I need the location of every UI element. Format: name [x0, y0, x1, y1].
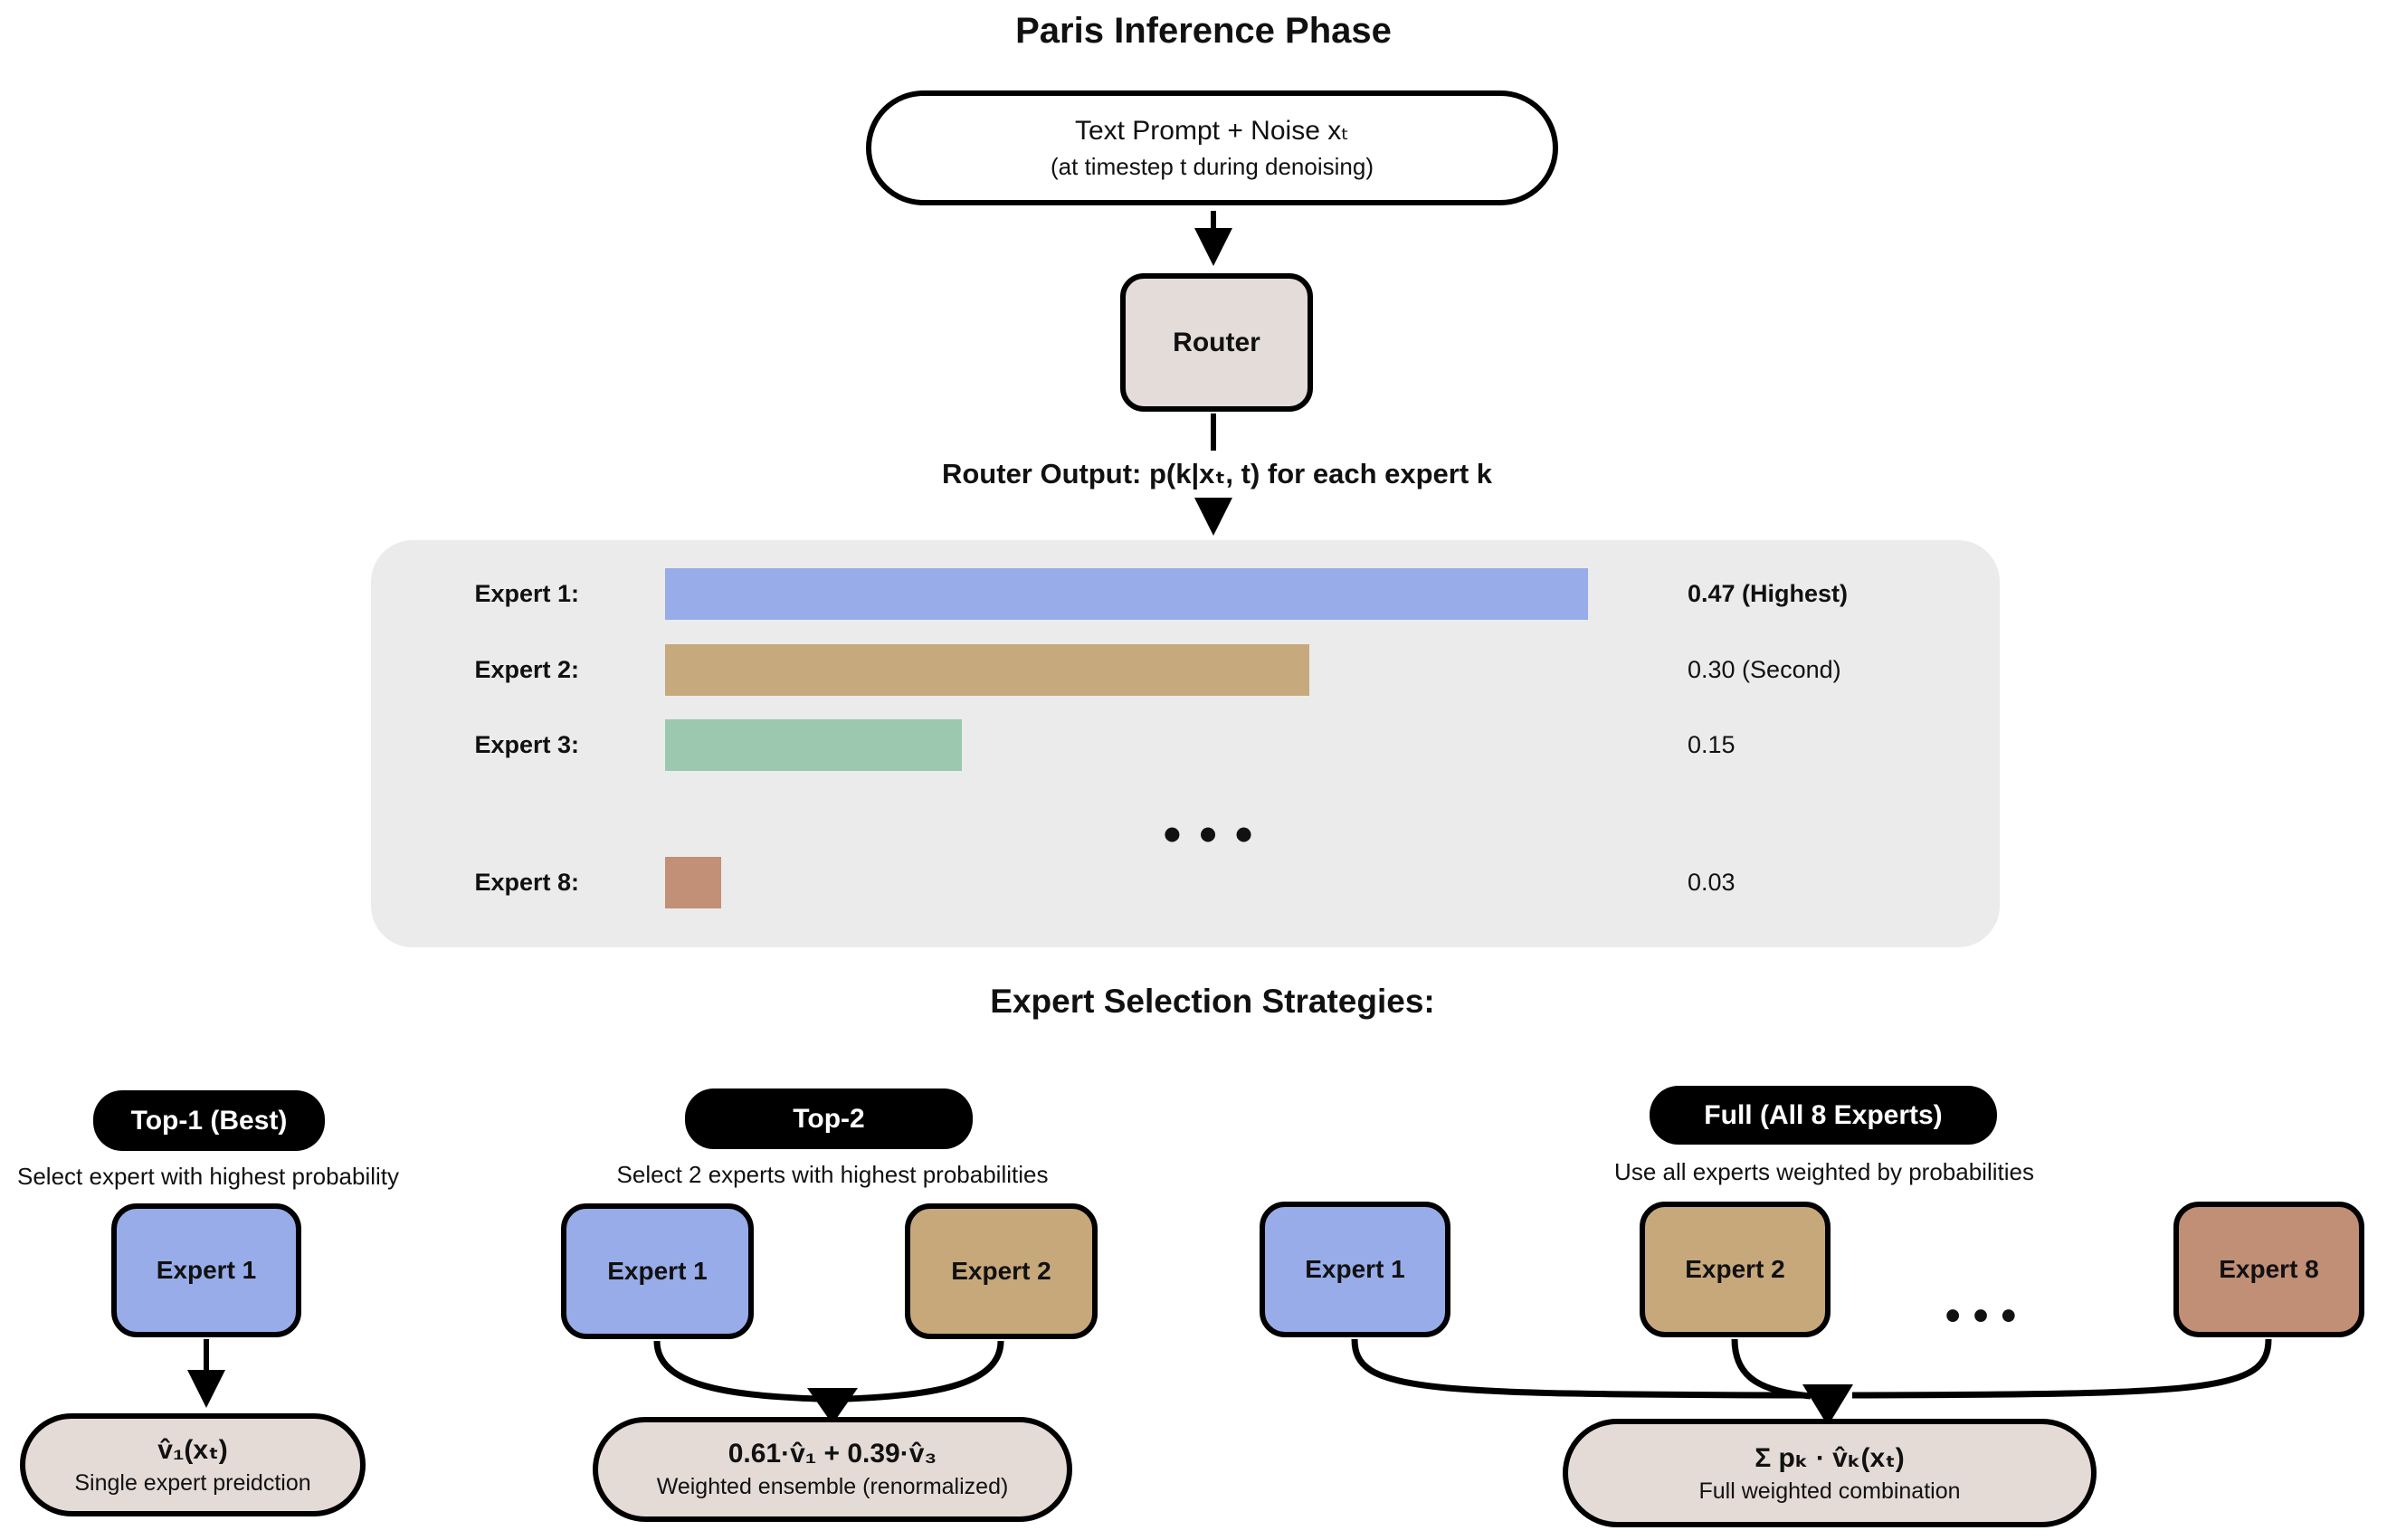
probability-bar	[665, 644, 1309, 696]
probability-bar	[665, 719, 962, 771]
result-node-top1: v̂₁(xₜ) Single expert preidction	[20, 1413, 366, 1516]
expert-node: Expert 2	[1640, 1202, 1831, 1337]
page-title: Paris Inference Phase	[1015, 11, 1392, 51]
result-node-top2: 0.61·v̂₁ + 0.39·v̂₃ Weighted ensemble (r…	[593, 1417, 1072, 1522]
result-formula: v̂₁(xₜ)	[157, 1434, 228, 1465]
result-caption: Single expert preidction	[74, 1469, 311, 1496]
input-node-line2: (at timestep t during denoising)	[1051, 153, 1374, 180]
probability-bar	[665, 568, 1588, 620]
input-node: Text Prompt + Noise xₜ (at timestep t du…	[866, 90, 1558, 205]
probability-value: 0.47 (Highest)	[1688, 580, 1849, 607]
router-node: Router	[1120, 273, 1313, 412]
result-formula: Σ pₖ · v̂ₖ(xₜ)	[1755, 1442, 1905, 1473]
ellipsis-dots: •••	[1945, 1292, 2030, 1340]
expert-node: Expert 1	[111, 1203, 301, 1337]
probability-value: 0.03	[1688, 869, 1736, 896]
strategy-badge-top2: Top-2	[685, 1088, 973, 1149]
result-formula: 0.61·v̂₁ + 0.39·v̂₃	[728, 1439, 937, 1469]
strategy-description-top1: Select expert with highest probability	[16, 1163, 400, 1190]
expert-row-label: Expert 2:	[474, 656, 579, 683]
result-node-full: Σ pₖ · v̂ₖ(xₜ) Full weighted combination	[1563, 1419, 2097, 1527]
input-node-line1: Text Prompt + Noise xₜ	[1074, 116, 1350, 146]
strategy-description-full: Use all experts weighted by probabilitie…	[1614, 1158, 2034, 1185]
probability-bar	[665, 857, 721, 908]
expert-node: Expert 1	[1260, 1202, 1450, 1337]
expert-node: Expert 1	[561, 1203, 754, 1339]
expert-node: Expert 2	[905, 1203, 1098, 1339]
ellipsis-dots: •••	[1163, 805, 1271, 862]
expert-row-label: Expert 3:	[474, 731, 579, 758]
result-caption: Full weighted combination	[1698, 1478, 1961, 1504]
expert-row-label: Expert 1:	[474, 580, 579, 607]
router-output-label: Router Output: p(k|xₜ, t) for each exper…	[941, 458, 1493, 490]
result-caption: Weighted ensemble (renormalized)	[656, 1474, 1009, 1499]
expert-node: Expert 8	[2173, 1202, 2364, 1337]
strategy-badge-top1: Top-1 (Best)	[93, 1090, 325, 1151]
expert-row-label: Expert 8:	[474, 869, 579, 896]
probability-panel: Expert 1: 0.47 (Highest) Expert 2: 0.30 …	[371, 540, 2000, 947]
probability-value: 0.15	[1688, 731, 1736, 758]
strategy-description-top2: Select 2 experts with highest probabilit…	[616, 1161, 1049, 1188]
strategy-badge-full: Full (All 8 Experts)	[1650, 1086, 1997, 1145]
strategies-heading: Expert Selection Strategies:	[990, 983, 1435, 1020]
probability-value: 0.30 (Second)	[1688, 656, 1841, 683]
